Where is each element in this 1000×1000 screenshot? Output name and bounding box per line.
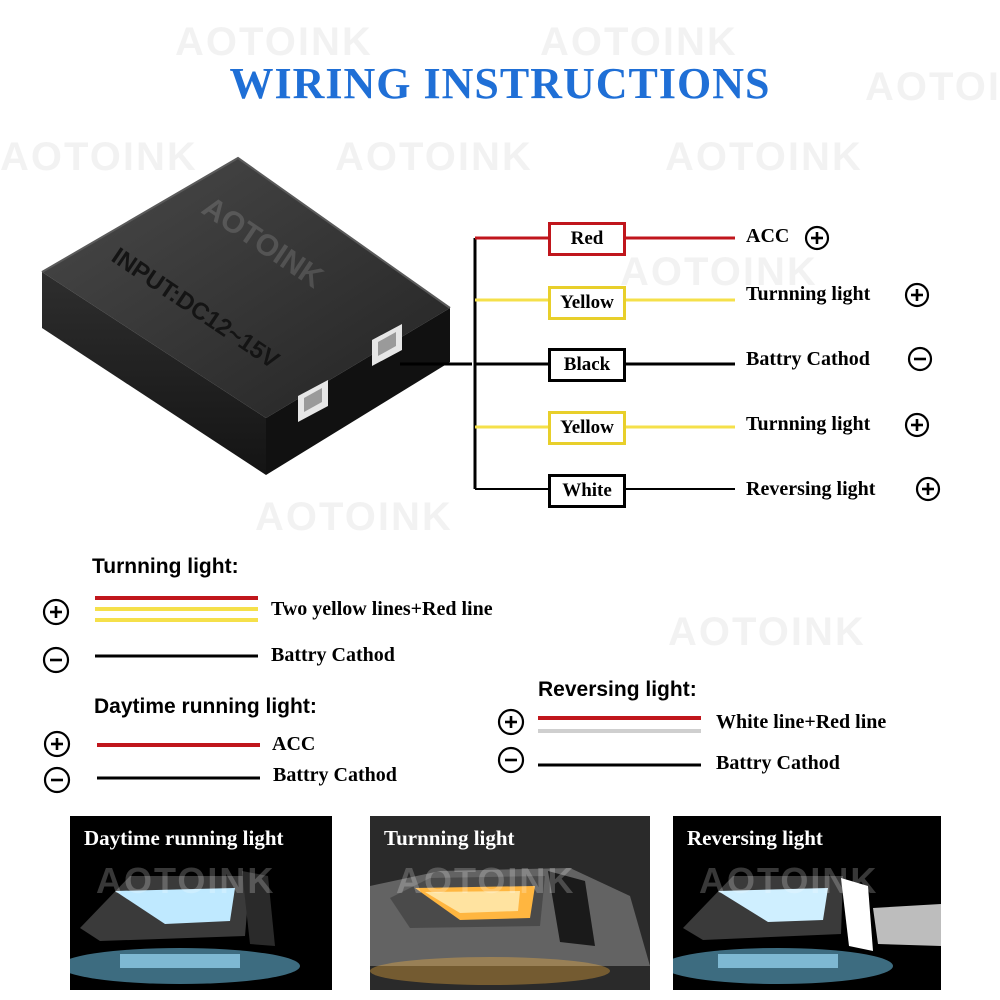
photo-turning-light: AOTOINK Turnning light xyxy=(370,816,650,990)
legend-line-black xyxy=(97,776,260,780)
legend-heading-turning: Turnning light: xyxy=(92,555,239,578)
photo-watermark: AOTOINK xyxy=(396,860,576,901)
plus-icon xyxy=(804,225,830,251)
wire-label-black: Black xyxy=(548,348,626,382)
legend-text: Battry Cathod xyxy=(716,752,840,774)
wire-label-yellow: Yellow xyxy=(548,411,626,445)
watermark-text: AOTOINK xyxy=(865,65,1000,109)
wire-label-red: Red xyxy=(548,222,626,256)
legend-line-black xyxy=(95,654,258,658)
plus-icon xyxy=(904,282,930,308)
watermark-text: AOTOINK xyxy=(620,250,818,294)
wire-desc: Turnning light xyxy=(746,283,871,305)
wire-desc: Turnning light xyxy=(746,413,871,435)
plus-icon xyxy=(497,708,525,736)
photo-caption: Turnning light xyxy=(384,826,515,850)
page-title: WIRING INSTRUCTIONS xyxy=(229,59,771,108)
watermark-text: AOTOINK xyxy=(175,20,373,64)
watermark-text: AOTOINK xyxy=(668,610,866,654)
legend-heading-reversing: Reversing light: xyxy=(538,678,697,701)
photo-watermark: AOTOINK xyxy=(96,860,276,901)
watermark-text: AOTOINK xyxy=(665,135,863,179)
minus-icon xyxy=(43,766,71,794)
wire-label-white: White xyxy=(548,474,626,508)
photo-caption: Daytime running light xyxy=(84,826,284,850)
wiring-lines xyxy=(400,236,735,490)
port-connector xyxy=(372,324,402,366)
legend-line-red xyxy=(97,743,260,747)
legend-text: Two yellow lines+Red line xyxy=(271,598,493,620)
legend-text: ACC xyxy=(272,733,316,755)
watermark-text: AOTOINK xyxy=(335,135,533,179)
watermark-text: AOTOINK xyxy=(255,495,453,539)
minus-icon xyxy=(42,646,70,674)
legend-text: White line+Red line xyxy=(716,711,887,733)
legend-text: Battry Cathod xyxy=(273,764,397,786)
wire-desc: Reversing light xyxy=(746,478,876,500)
port-connector xyxy=(298,380,328,422)
legend-line-black xyxy=(538,763,701,767)
legend-turning-lines xyxy=(95,596,258,622)
plus-icon xyxy=(915,476,941,502)
plus-icon xyxy=(904,412,930,438)
plus-icon xyxy=(43,730,71,758)
wire-label-yellow: Yellow xyxy=(548,286,626,320)
legend-text: Battry Cathod xyxy=(271,644,395,666)
watermark-text: AOTOINK xyxy=(0,135,198,179)
wire-desc: ACC xyxy=(746,225,790,247)
control-box-illustration: INPUT:DC12~15V AOTOINK xyxy=(41,156,451,475)
legend-reversing-lines xyxy=(538,716,701,733)
photo-reversing-light: AOTOINK Reversing light xyxy=(673,816,941,990)
photo-daytime-running-light: AOTOINK Daytime running light xyxy=(70,816,332,990)
photo-caption: Reversing light xyxy=(687,826,823,850)
minus-icon xyxy=(497,746,525,774)
minus-icon xyxy=(907,346,933,372)
photo-watermark: AOTOINK xyxy=(699,860,879,901)
wire-desc: Battry Cathod xyxy=(746,348,870,370)
watermark-text: AOTOINK xyxy=(540,20,738,64)
legend-heading-daytime: Daytime running light: xyxy=(94,695,317,718)
plus-icon xyxy=(42,598,70,626)
